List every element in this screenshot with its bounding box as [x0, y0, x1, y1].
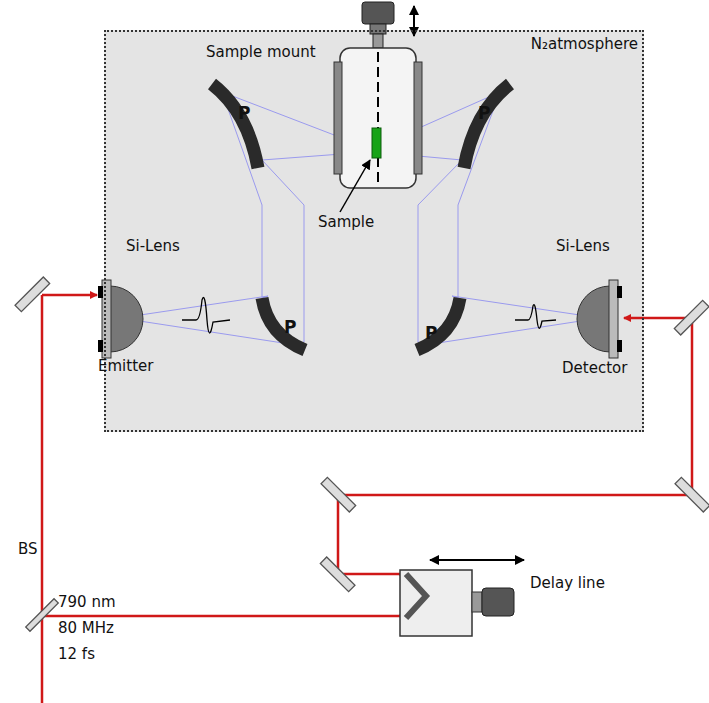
- delay-stage: [400, 560, 524, 636]
- laser-spec: 790 nm: [58, 594, 116, 611]
- laser-beam: [42, 295, 692, 703]
- mirror-label: P: [284, 318, 296, 337]
- mirror-label: P: [478, 104, 490, 123]
- plane-mirror: [15, 277, 709, 631]
- part-label: Detector: [562, 360, 627, 377]
- part-label: Si-Lens: [126, 238, 180, 255]
- chamber-ground: [104, 30, 644, 432]
- detector: [577, 280, 622, 358]
- thz-pulse: [182, 298, 556, 334]
- part-label: Si-Lens: [556, 238, 610, 255]
- part-label: Sample mount: [206, 44, 316, 61]
- laser-spec: 12 fs: [58, 646, 95, 663]
- laser-spec: 80 MHz: [58, 620, 114, 637]
- part-label: Emitter: [98, 358, 153, 375]
- part-label: Sample: [318, 214, 374, 231]
- part-label: BS: [18, 541, 38, 558]
- region-label: N₂atmosphere: [531, 36, 638, 53]
- mirror-label: P: [425, 324, 437, 343]
- part-label: Delay line: [530, 575, 605, 592]
- mirror-label: P: [238, 104, 250, 123]
- sample-mount: [334, 2, 422, 212]
